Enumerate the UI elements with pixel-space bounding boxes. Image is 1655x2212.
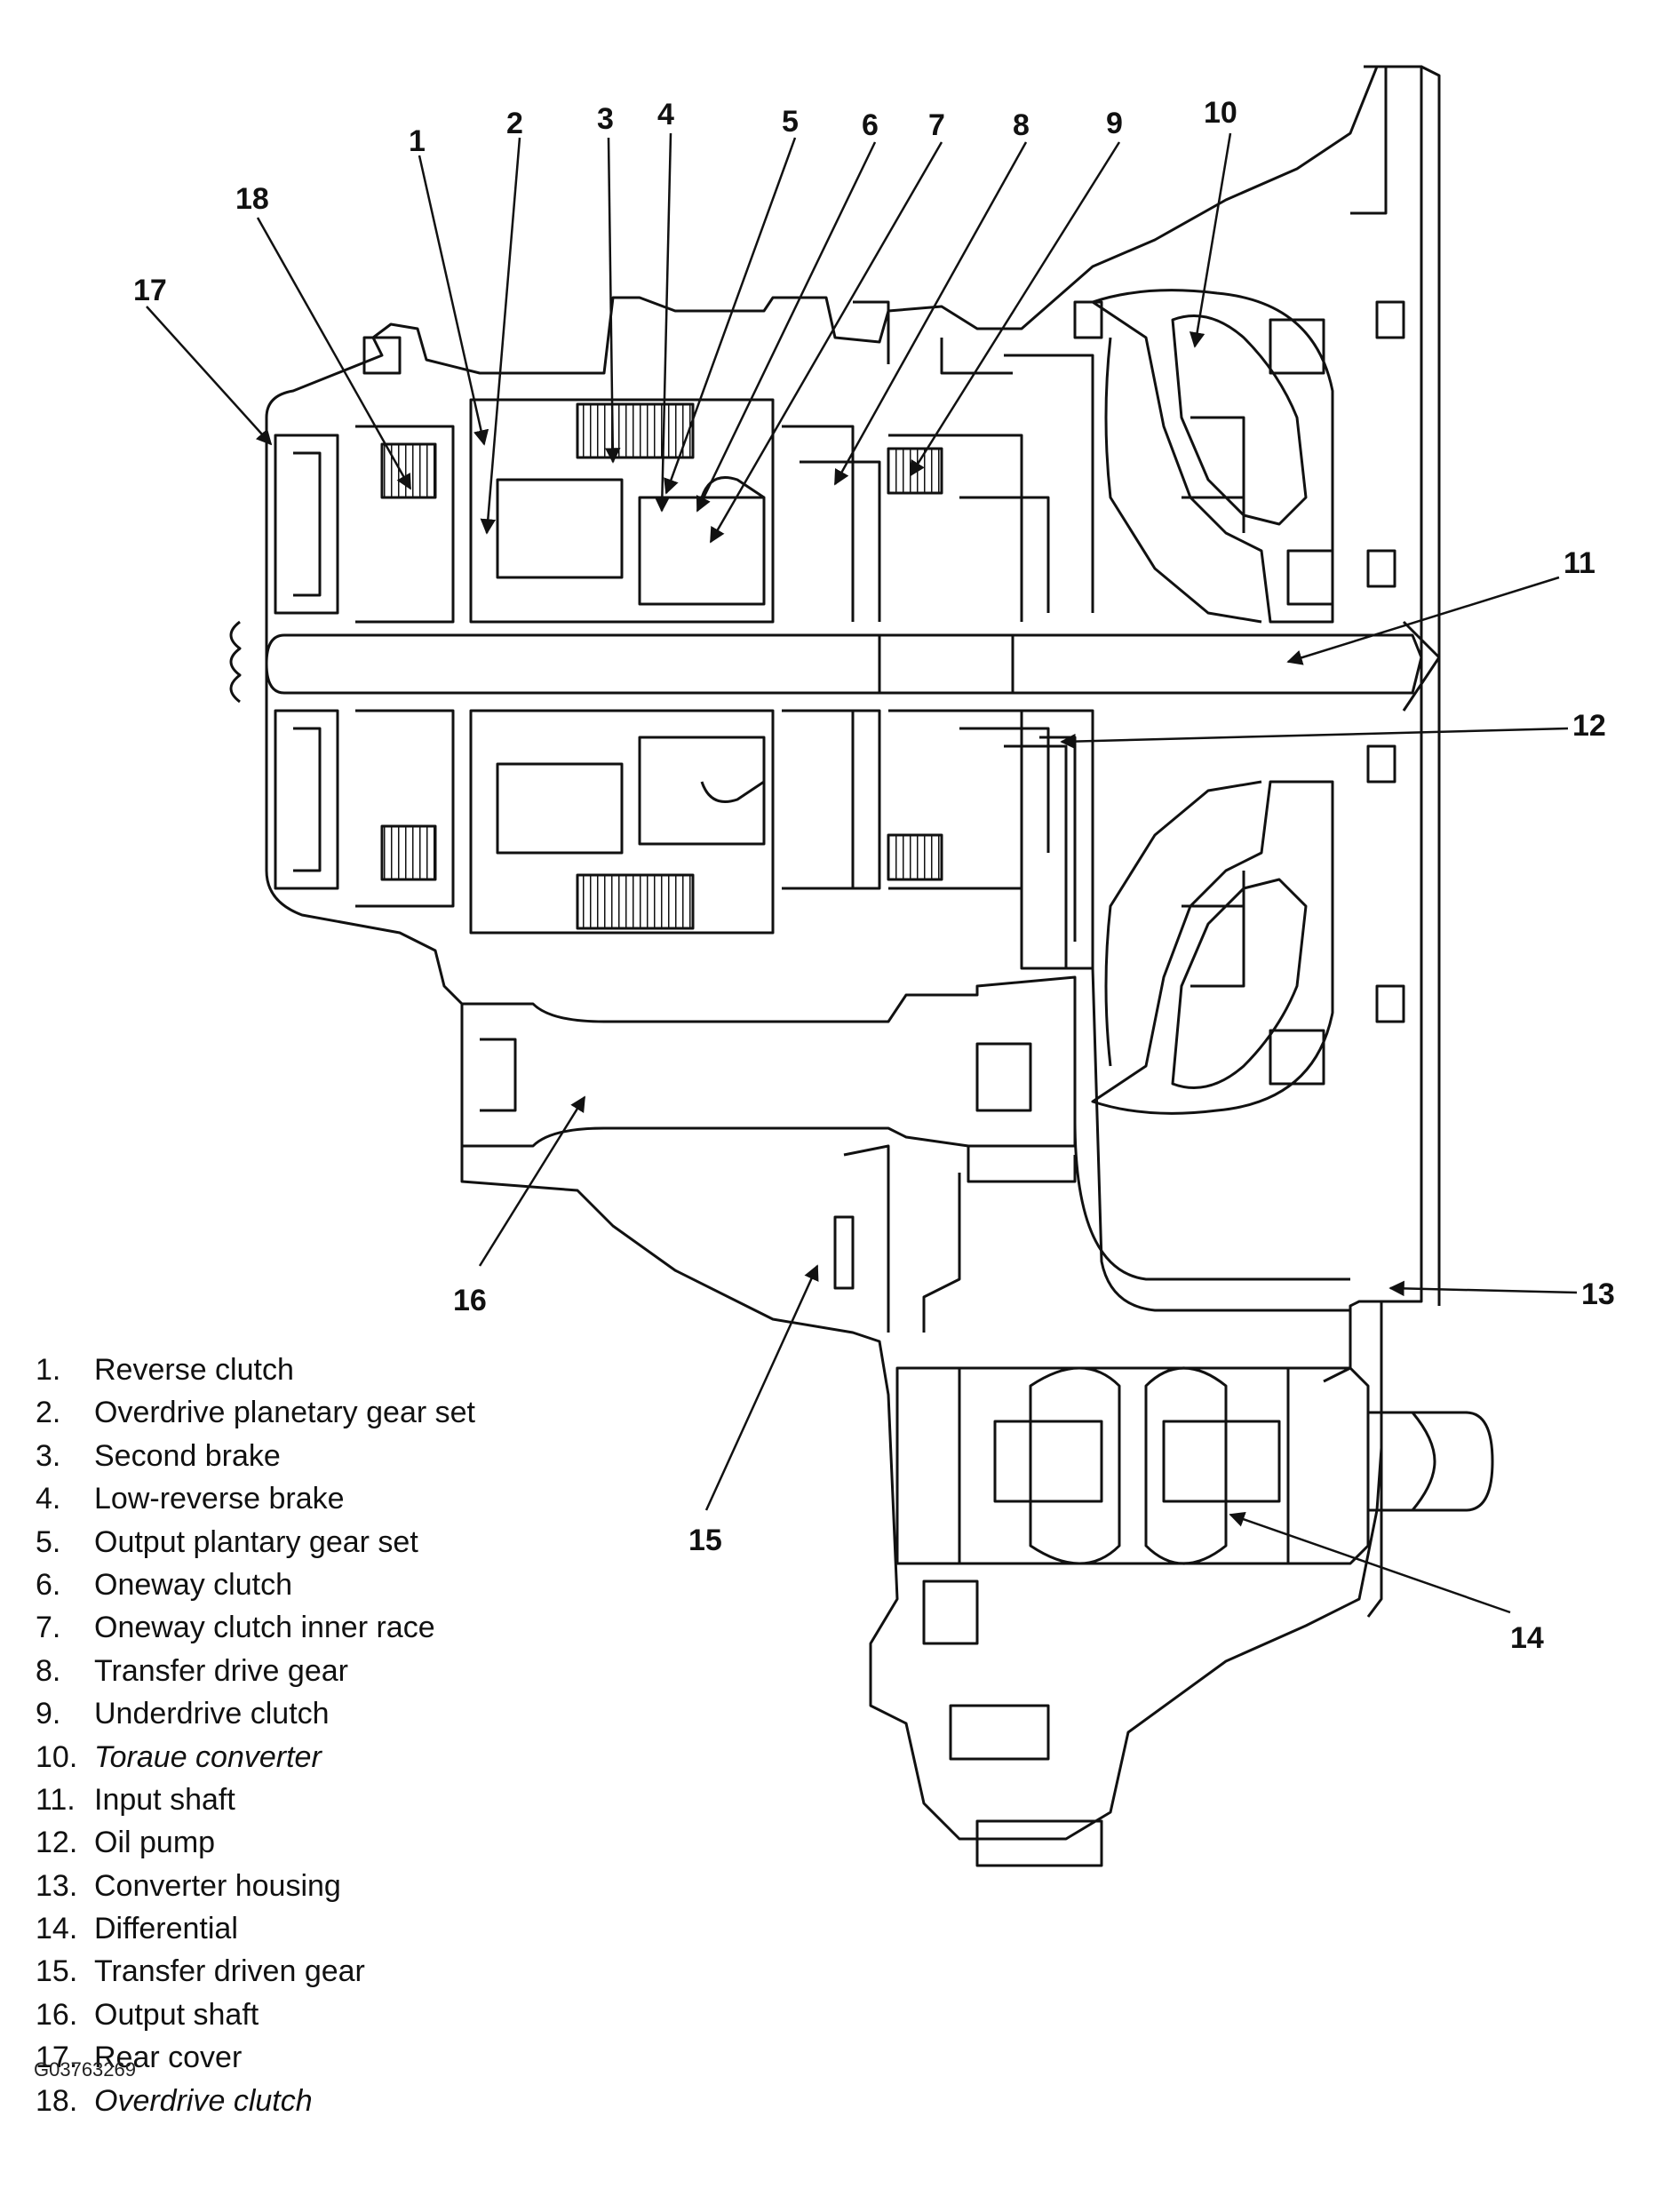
callout-7: 7 bbox=[928, 108, 945, 142]
legend-item: 13. Converter housing bbox=[36, 1865, 475, 1907]
legend-item: 15. Transfer driven gear bbox=[36, 1950, 475, 1993]
leader-18 bbox=[256, 217, 412, 490]
legend-number: 15. bbox=[36, 1954, 78, 1989]
legend-label: Differential bbox=[94, 1912, 238, 1946]
legend-number: 6. bbox=[36, 1567, 61, 1602]
leader-16 bbox=[478, 1095, 586, 1267]
callout-12: 12 bbox=[1572, 709, 1606, 743]
callout-10: 10 bbox=[1204, 96, 1237, 130]
callout-9: 9 bbox=[1106, 107, 1123, 140]
leader-13 bbox=[1388, 1280, 1578, 1297]
leader-12 bbox=[1060, 727, 1569, 750]
legend-label: Input shaft bbox=[94, 1782, 235, 1817]
callout-17: 17 bbox=[133, 274, 167, 307]
leader-10 bbox=[1189, 132, 1232, 348]
callout-16: 16 bbox=[453, 1284, 487, 1317]
legend-item: 3. Second brake bbox=[36, 1435, 475, 1477]
legend-number: 9. bbox=[36, 1697, 61, 1731]
callout-11: 11 bbox=[1563, 546, 1595, 580]
figure-id: G03763269 bbox=[34, 2058, 136, 2081]
legend-item: 9. Underdrive clutch bbox=[36, 1692, 475, 1735]
callout-14: 14 bbox=[1510, 1621, 1544, 1655]
legend-label: Output plantary gear set bbox=[94, 1524, 418, 1559]
legend-number: 11. bbox=[36, 1782, 76, 1817]
legend-label: Overdrive clutch bbox=[94, 2083, 313, 2118]
legend-number: 17. bbox=[36, 2041, 78, 2075]
leader-6 bbox=[696, 141, 877, 513]
legend-item: 2. Overdrive planetary gear set bbox=[36, 1391, 475, 1434]
legend-label: Transfer driven gear bbox=[94, 1954, 365, 1989]
legend-number: 2. bbox=[36, 1396, 61, 1430]
legend-item: 7. Oneway clutch inner race bbox=[36, 1606, 475, 1649]
legend-item: 4. Low-reverse brake bbox=[36, 1477, 475, 1520]
callout-5: 5 bbox=[782, 105, 799, 139]
legend-number: 5. bbox=[36, 1524, 61, 1559]
legend-label: Oil pump bbox=[94, 1826, 216, 1860]
leader-9 bbox=[909, 141, 1121, 477]
legend-item: 12. Oil pump bbox=[36, 1821, 475, 1864]
legend-item: 18. Overdrive clutch bbox=[36, 2080, 475, 2122]
leader-1 bbox=[418, 155, 489, 446]
callout-8: 8 bbox=[1013, 108, 1030, 142]
legend-number: 4. bbox=[36, 1482, 61, 1516]
legend-label: Reverse clutch bbox=[94, 1353, 294, 1387]
legend-label: Overdrive planetary gear set bbox=[94, 1396, 475, 1430]
leader-14 bbox=[1229, 1511, 1511, 1614]
legend-label: Second brake bbox=[94, 1438, 281, 1473]
callout-4: 4 bbox=[657, 98, 674, 131]
callout-leaders bbox=[146, 132, 1578, 1614]
legend-label: Oneway clutch bbox=[94, 1567, 292, 1602]
legend-item: 11. Input shaft bbox=[36, 1778, 475, 1821]
leader-17 bbox=[146, 306, 273, 446]
legend-item: 5. Output plantary gear set bbox=[36, 1521, 475, 1564]
parts-legend: 1. Reverse clutch 2. Overdrive planetary g… bbox=[36, 1349, 475, 2122]
legend-item: 17. Rear cover bbox=[36, 2036, 475, 2079]
legend-number: 16. bbox=[36, 1997, 78, 2032]
callout-3: 3 bbox=[597, 102, 614, 136]
callout-numbers: 1 2 3 4 5 6 7 8 9 10 11 12 13 14 15 16 1… bbox=[133, 96, 1615, 1655]
callout-18: 18 bbox=[235, 182, 269, 216]
legend-label: Underdrive clutch bbox=[94, 1697, 330, 1731]
leader-4 bbox=[654, 132, 672, 513]
legend-number: 18. bbox=[36, 2083, 78, 2118]
leader-11 bbox=[1286, 576, 1560, 665]
legend-item: 1. Reverse clutch bbox=[36, 1349, 475, 1391]
legend-number: 12. bbox=[36, 1826, 78, 1860]
legend-label: Low-reverse brake bbox=[94, 1482, 345, 1516]
legend-item: 6. Oneway clutch bbox=[36, 1564, 475, 1606]
leader-7 bbox=[709, 141, 943, 544]
callout-15: 15 bbox=[688, 1524, 722, 1557]
legend-item: 8. Transfer drive gear bbox=[36, 1650, 475, 1692]
callout-1: 1 bbox=[409, 124, 426, 158]
leader-2 bbox=[480, 137, 521, 535]
legend-number: 8. bbox=[36, 1653, 61, 1688]
leader-5 bbox=[664, 137, 797, 495]
legend-number: 7. bbox=[36, 1611, 61, 1645]
legend-item: 10. Toraue converter bbox=[36, 1736, 475, 1778]
callout-6: 6 bbox=[862, 108, 879, 142]
leader-8 bbox=[833, 141, 1028, 486]
legend-number: 14. bbox=[36, 1912, 78, 1946]
legend-label: Oneway clutch inner race bbox=[94, 1611, 435, 1645]
legend-item: 16. Output shaft bbox=[36, 1993, 475, 2036]
legend-number: 13. bbox=[36, 1868, 78, 1903]
callout-13: 13 bbox=[1581, 1277, 1615, 1311]
legend-number: 1. bbox=[36, 1353, 61, 1387]
legend-label: Output shaft bbox=[94, 1997, 259, 2032]
callout-2: 2 bbox=[506, 107, 523, 140]
legend-label: Toraue converter bbox=[94, 1739, 322, 1774]
leader-3 bbox=[605, 137, 621, 464]
legend-label: Rear cover bbox=[94, 2041, 243, 2075]
legend-label: Converter housing bbox=[94, 1868, 341, 1903]
legend-label: Transfer drive gear bbox=[94, 1653, 348, 1688]
legend-item: 14. Differential bbox=[36, 1907, 475, 1950]
legend-number: 10. bbox=[36, 1739, 78, 1774]
leader-15 bbox=[704, 1264, 819, 1511]
legend-number: 3. bbox=[36, 1438, 61, 1473]
